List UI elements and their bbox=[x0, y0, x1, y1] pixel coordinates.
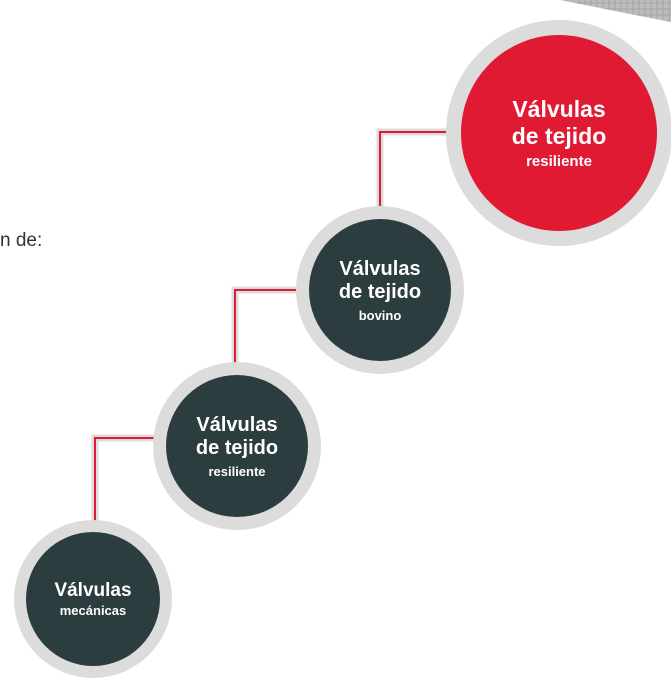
step-node-bovine-tissue: Válvulas de tejido bovino bbox=[296, 206, 464, 374]
step-node-resilient-tissue: Válvulas de tejido resiliente bbox=[153, 362, 321, 530]
intro-text: n de: bbox=[0, 230, 43, 251]
step-subtitle: resiliente bbox=[526, 152, 592, 170]
step-circle: Válvulas mecánicas bbox=[26, 532, 160, 666]
step-title: Válvulas bbox=[54, 579, 132, 601]
step-title-line2: de tejido bbox=[195, 436, 279, 459]
step-subtitle: bovino bbox=[358, 307, 402, 323]
step-circle: Válvulas de tejido bovino bbox=[309, 219, 451, 361]
step-circle-highlight: Válvulas de tejido resiliente bbox=[461, 35, 657, 231]
step-node-resilient-tissue-highlight: Válvulas de tejido resiliente bbox=[446, 20, 671, 246]
step-title-line2: de tejido bbox=[338, 280, 422, 303]
step-circle: Válvulas de tejido resiliente bbox=[166, 375, 308, 517]
connector-line-1-red bbox=[94, 437, 175, 528]
step-subtitle: resiliente bbox=[208, 463, 266, 479]
step-subtitle: mecánicas bbox=[59, 603, 127, 619]
connector-line-2-red bbox=[234, 289, 310, 378]
step-title: Válvulas bbox=[196, 413, 278, 436]
connector-line-3-red bbox=[379, 131, 462, 225]
step-title-line2: de tejido bbox=[511, 122, 607, 149]
step-title: Válvulas bbox=[512, 96, 606, 123]
step-node-mechanical: Válvulas mecánicas bbox=[14, 520, 172, 678]
step-title: Válvulas bbox=[339, 257, 421, 280]
